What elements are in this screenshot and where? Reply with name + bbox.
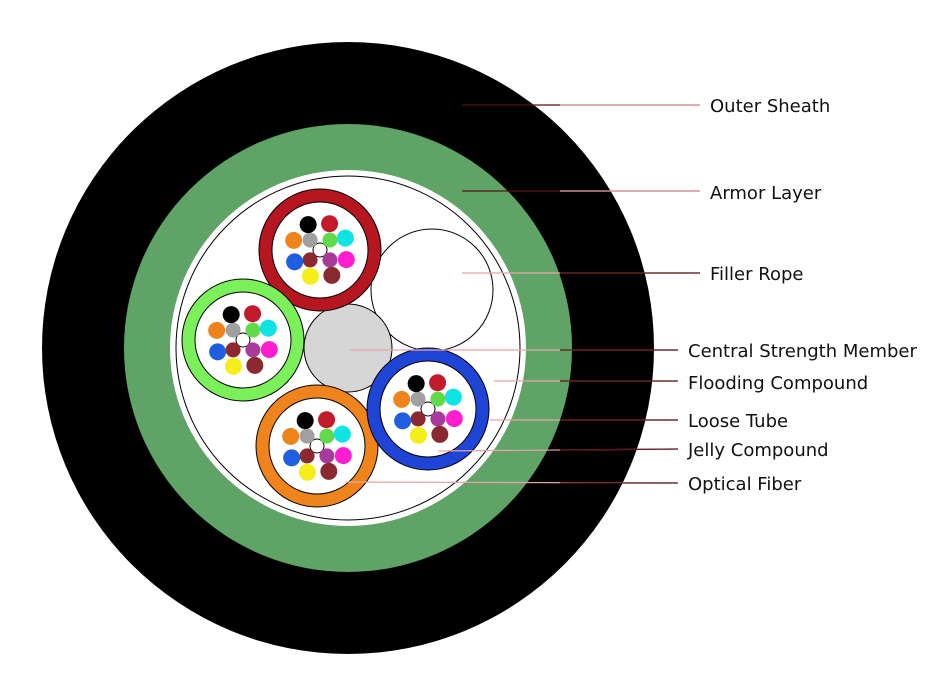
optical-fiber <box>420 401 436 417</box>
label-jelly-compound: Jelly Compound <box>687 440 829 461</box>
optical-fiber <box>430 411 446 427</box>
optical-fiber <box>431 425 449 443</box>
label-loose-tube: Loose Tube <box>688 411 788 432</box>
optical-fiber <box>394 412 412 430</box>
optical-fiber <box>259 319 277 337</box>
optical-fiber <box>296 412 314 430</box>
optical-fiber <box>429 374 447 392</box>
optical-fiber <box>209 343 227 361</box>
optical-fiber <box>208 321 226 339</box>
optical-fiber <box>225 322 241 338</box>
optical-fiber <box>430 391 446 407</box>
optical-fiber <box>445 410 463 428</box>
optical-fiber <box>336 229 354 247</box>
optical-fiber <box>334 447 352 465</box>
optical-fiber <box>319 448 335 464</box>
optical-fiber <box>321 215 339 233</box>
label-optical-fiber: Optical Fiber <box>688 474 802 495</box>
optical-fiber <box>323 266 341 284</box>
optical-fiber <box>225 342 241 358</box>
optical-fiber <box>222 306 240 324</box>
optical-fiber <box>299 216 317 234</box>
optical-fiber <box>318 411 336 429</box>
optical-fiber <box>337 251 355 269</box>
optical-fiber <box>444 388 462 406</box>
optical-fiber <box>301 267 319 285</box>
optical-fiber <box>410 391 426 407</box>
optical-fiber <box>409 426 427 444</box>
optical-fiber <box>309 438 325 454</box>
leader-lines <box>344 104 700 484</box>
optical-fiber <box>298 463 316 481</box>
optical-fiber <box>244 305 262 323</box>
optical-fiber <box>410 411 426 427</box>
leader-line-jelly-compound-dark <box>559 448 679 451</box>
label-filler-rope: Filler Rope <box>710 264 803 285</box>
optical-fiber <box>245 342 261 358</box>
optical-fiber <box>320 462 338 480</box>
optical-fiber <box>245 322 261 338</box>
optical-fiber <box>319 428 335 444</box>
optical-fiber <box>286 253 304 271</box>
optical-fiber <box>312 242 328 258</box>
optical-fiber <box>322 232 338 248</box>
optical-fiber <box>407 375 425 393</box>
optical-fiber <box>224 357 242 375</box>
optical-fiber <box>235 332 251 348</box>
optical-fiber <box>299 428 315 444</box>
loose-tubes-group <box>181 188 490 508</box>
label-flooding-compound: Flooding Compound <box>688 373 868 394</box>
optical-fiber <box>393 390 411 408</box>
optical-fiber <box>322 252 338 268</box>
optical-fiber <box>302 252 318 268</box>
optical-fiber <box>285 231 303 249</box>
optical-fiber <box>260 341 278 359</box>
optical-fiber <box>333 425 351 443</box>
label-armor-layer: Armor Layer <box>710 183 822 204</box>
optical-fiber <box>246 356 264 374</box>
optical-fiber <box>283 449 301 467</box>
label-outer-sheath: Outer Sheath <box>710 96 830 117</box>
label-central-strength-member: Central Strength Member <box>688 341 917 362</box>
optical-fiber <box>299 448 315 464</box>
optical-fiber <box>302 232 318 248</box>
optical-fiber <box>282 427 300 445</box>
